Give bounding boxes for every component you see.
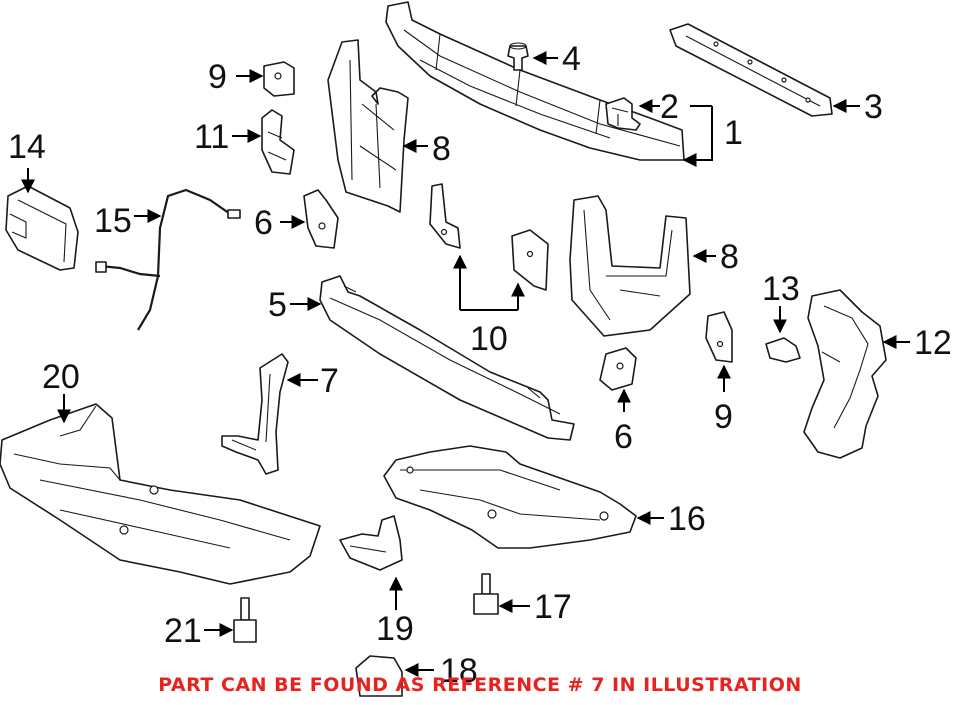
bracket-six-upper [303,189,339,249]
callout-9-lower: 9 [714,398,733,436]
callout-17: 17 [534,588,572,626]
callout-7: 7 [320,362,339,400]
callout-16: 16 [668,500,706,538]
callout-15: 15 [94,202,132,240]
callout-19: 19 [376,610,414,648]
callout-2: 2 [660,88,679,126]
underbody-shield [383,445,637,549]
push-clip [765,337,801,363]
mount-eighteen [355,655,403,697]
callout-11: 11 [194,118,229,156]
lower-bracket [339,515,403,571]
bolt-twentyone [233,597,257,643]
callout-12: 12 [914,324,952,362]
plug [507,42,529,71]
callout-9: 9 [208,58,227,96]
side-deflector [803,289,887,459]
callout-20: 20 [42,358,80,396]
callout-18: 18 [440,652,478,690]
callout-6-lower: 6 [614,418,633,456]
callout-3: 3 [864,88,883,126]
bracket-nine-upper [263,61,295,97]
reference-note: PART CAN BE FOUND AS REFERENCE # 7 IN IL… [158,674,802,696]
control-module [5,185,79,271]
callout-8: 8 [432,130,451,168]
callout-13: 13 [762,270,800,308]
bracket-six-lower [599,347,637,391]
bracket-ten-right [511,229,549,291]
bracket-nine-lower [705,311,733,363]
callout-6: 6 [254,204,273,242]
upper-support-beam [385,1,685,161]
bolt-seventeen [473,573,499,615]
air-duct-right [569,195,691,337]
bracket-eleven [261,109,295,175]
callout-10: 10 [470,320,508,358]
splash-shield [0,403,321,585]
callout-14: 14 [8,128,46,166]
callout-4: 4 [562,40,581,78]
callout-21: 21 [164,612,202,650]
upper-cover-strip [669,23,833,117]
bracket-ten-left [429,183,461,249]
air-duct-left [327,39,409,213]
callout-1: 1 [724,114,743,152]
callout-5: 5 [268,286,287,324]
wire-harness [95,188,241,331]
small-bracket [605,97,641,131]
vertical-bracket [221,353,289,475]
leader-lines [21,51,910,677]
callout-8-lower: 8 [720,238,739,276]
callout-labels: 1 2 3 4 5 6 7 8 9 10 11 12 13 14 15 16 1… [8,40,952,690]
lower-support-beam [319,275,575,441]
